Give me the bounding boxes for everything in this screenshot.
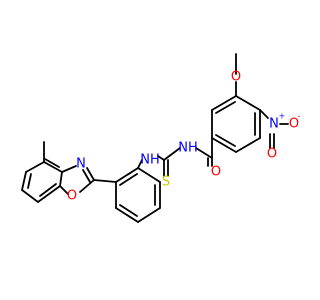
nitro-oxygen-right-charge: - [298,112,300,121]
nitro-nitrogen-charge: + [279,112,286,121]
nitro-oxygen-right-label: O [289,117,299,132]
methoxy-oxygen-label: O [231,70,241,85]
thio-nh-label: NH [140,153,160,168]
bond-nh2-ring [137,159,143,169]
thio-sulfur-label: S [162,175,170,190]
bond-ox-c2-o [79,179,95,193]
bond-ox-c2-n [86,167,95,181]
bond-b-5 [21,189,39,203]
bond-r1-6d [215,101,236,114]
bonds [21,53,289,223]
bond-b-1 [59,171,63,187]
bond-b-6 [37,185,61,203]
amide-oxygen-label: O [211,165,221,180]
molecule-canvas: O N + O - O NH O S NH N O [21,53,300,223]
bond-b-6d [39,183,57,197]
bond-r2-4d [119,204,138,217]
bond-b-2 [43,161,63,173]
bond-b-4 [21,171,27,191]
bond-r2-6d [119,173,138,186]
bond-r1-1 [235,95,261,111]
bond-c-nh2 [157,155,165,161]
bond-r2-6 [115,167,139,183]
bond-r1-4 [211,137,237,153]
bond-r1-6 [211,95,237,111]
amide-nh-label: NH [178,141,198,156]
bond-r2-1 [137,167,161,183]
molecule-structure: O N + O - O NH O S NH N O [21,53,300,223]
oxazole-nitrogen-label: N [76,157,86,172]
bond-b-2d [44,158,60,168]
bond-r2-3 [137,207,161,223]
bond-r2-4 [115,207,139,223]
atom-labels: O N + O - O NH O S NH N O [67,70,300,204]
bond-r1-3 [235,137,261,153]
bond-nh-c [163,147,181,161]
bond-ring-nitro-n [259,109,269,119]
bond-ox-c2-n-d [82,169,91,183]
bond-b-3 [25,161,45,173]
bond-r1-4d [215,134,236,147]
nitro-nitrogen-label: N [269,117,279,132]
bond-carbonyl-nh [195,147,213,159]
bond-ox-n-c3a [61,165,77,173]
oxazole-oxygen-label: O [67,189,77,204]
bond-ox-o-c7a [59,185,69,195]
nitro-oxygen-down-label: O [267,147,277,162]
bond-ring-oxazole [93,179,117,183]
bond-b-4d [27,173,32,189]
